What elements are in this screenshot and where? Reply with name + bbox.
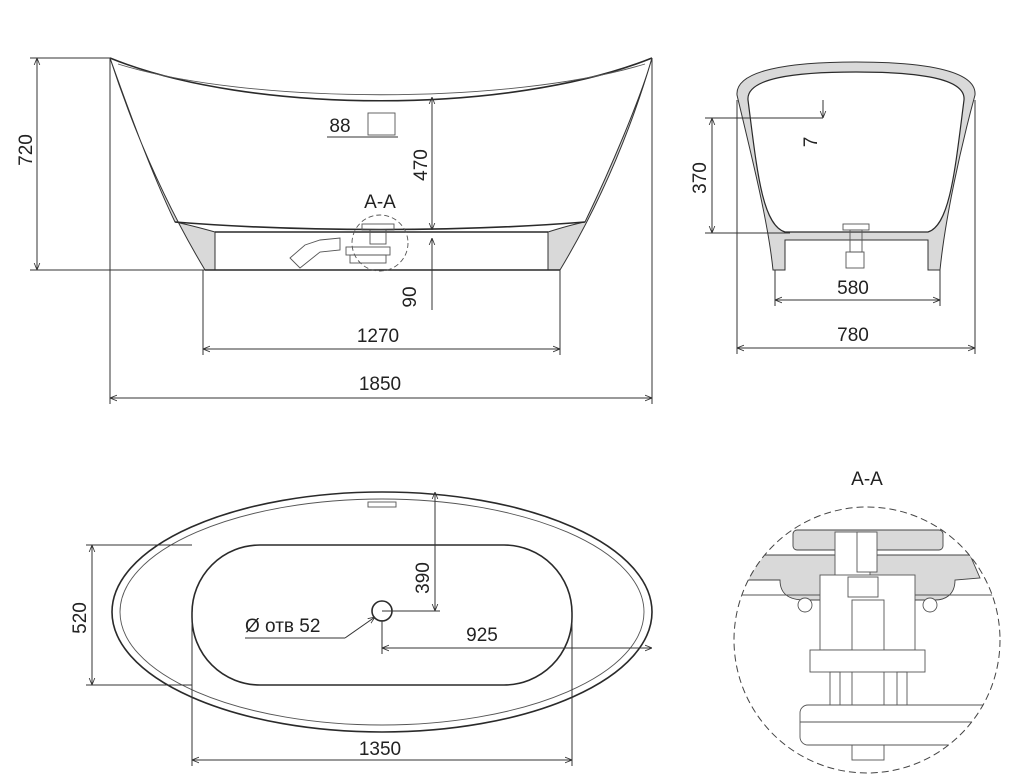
dim-580: 580 [837,278,869,299]
dim-520: 520 [70,602,91,634]
dim-1270: 1270 [357,326,399,347]
dim-90: 90 [400,286,421,307]
dim-88: 88 [329,116,350,137]
front-view: 720 470 88 A-A 90 1270 1850 [16,57,653,404]
dim-720: 720 [16,134,37,166]
dim-1350: 1350 [359,739,401,760]
side-view: 370 7 580 780 [690,61,976,354]
dim-470: 470 [411,149,432,181]
front-right-wall [547,57,653,271]
drain-hole-label: Ø отв 52 [245,616,320,637]
dim-925: 925 [466,625,498,646]
overflow-slot-icon [367,501,397,508]
detail-view-a-a: A-A [733,469,1001,774]
dim-390: 390 [413,562,434,594]
section-label: A-A [364,192,396,213]
dim-7: 7 [801,137,822,148]
overflow-icon [367,112,396,136]
front-left-wall [109,57,216,271]
side-drain-icon [842,223,870,269]
dim-370: 370 [690,162,711,194]
drain-assembly-icon [289,223,395,269]
detail-title: A-A [851,469,883,490]
top-view: 520 390 Ø отв 52 925 1350 [70,491,653,766]
dim-780: 780 [837,325,869,346]
dim-1850: 1850 [359,374,401,395]
section-marker-circle [351,214,409,272]
